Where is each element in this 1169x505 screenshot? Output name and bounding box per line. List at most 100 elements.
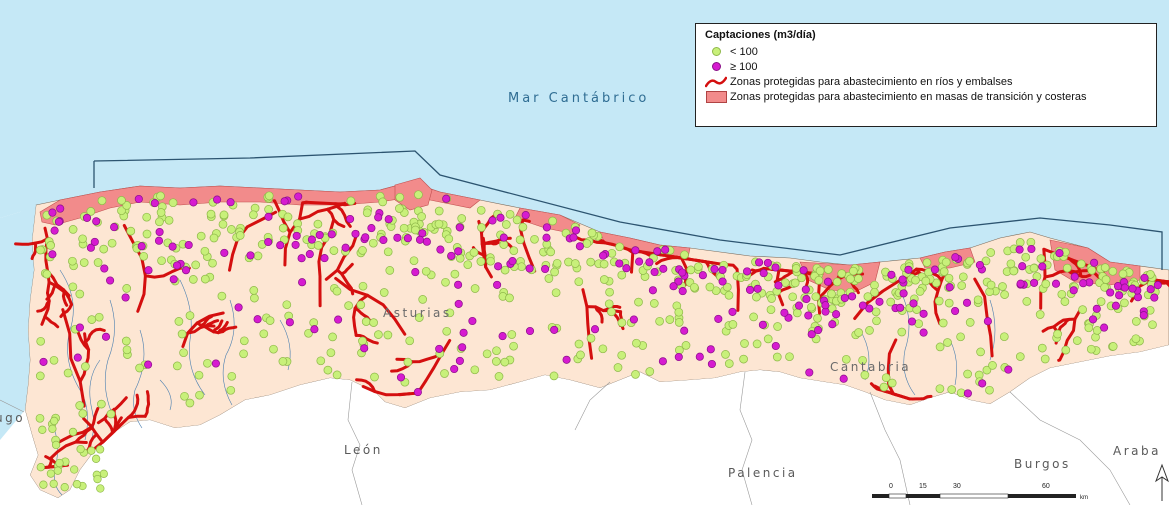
captacion-point-lt100 (752, 292, 761, 302)
captacion-point-lt100 (442, 326, 452, 336)
captaciones-lt100-points (35, 190, 1160, 493)
captacion-point-ge100 (1090, 258, 1099, 267)
captacion-point-lt100 (50, 416, 59, 426)
captacion-point-lt100 (249, 210, 258, 220)
legend-label-lt100: < 100 (730, 45, 758, 58)
river-segment (90, 407, 100, 429)
river-segment (701, 259, 740, 312)
captacion-point-lt100 (645, 367, 655, 376)
captacion-point-lt100 (763, 334, 773, 344)
captacion-point-ge100 (1088, 315, 1098, 324)
captacion-point-ge100 (422, 237, 431, 246)
captacion-point-lt100 (323, 365, 333, 375)
captacion-point-ge100 (896, 303, 905, 312)
river-segment (773, 269, 796, 284)
captacion-point-ge100 (86, 243, 95, 252)
captacion-point-lt100 (780, 278, 790, 288)
captacion-point-ge100 (379, 235, 388, 245)
captacion-point-ge100 (110, 223, 119, 232)
captacion-point-lt100 (944, 298, 954, 308)
captacion-point-ge100 (184, 240, 193, 250)
captacion-point-lt100 (235, 231, 245, 240)
captacion-point-ge100 (887, 270, 896, 279)
river-segment (143, 390, 151, 418)
captacion-point-lt100 (332, 370, 342, 380)
captacion-point-lt100 (470, 365, 480, 375)
captacion-point-lt100 (313, 241, 323, 250)
captacion-point-lt100 (1118, 269, 1128, 279)
captacion-point-lt100 (179, 348, 188, 358)
captacion-point-lt100 (1072, 336, 1082, 345)
place-label-burgos: Burgos (1014, 457, 1071, 471)
captacion-point-lt100 (278, 223, 288, 233)
captacion-point-ge100 (575, 242, 584, 251)
captacion-point-ge100 (771, 341, 780, 351)
captacion-point-ge100 (181, 266, 191, 275)
captacion-point-ge100 (56, 204, 65, 213)
captacion-point-lt100 (721, 350, 730, 359)
scale-unit: km (1080, 495, 1088, 501)
captacion-point-ge100 (1004, 365, 1013, 374)
captacion-point-ge100 (494, 262, 503, 271)
legend-label-coastal: Zonas protegidas para abastecimiento en … (730, 90, 1087, 103)
captacion-point-lt100 (39, 480, 48, 489)
sea-label: Mar Cantábrico (508, 91, 650, 106)
captacion-point-lt100 (846, 274, 855, 284)
captacion-point-ge100 (804, 311, 813, 320)
captacion-point-ge100 (823, 277, 833, 286)
captacion-point-ge100 (155, 227, 164, 237)
legend-title: Captaciones (m3/día) (705, 29, 816, 41)
captacion-point-ge100 (1140, 273, 1149, 282)
captacion-point-ge100 (1015, 245, 1024, 254)
captacion-point-lt100 (871, 307, 881, 317)
captacion-point-lt100 (441, 277, 450, 287)
captacion-point-ge100 (743, 267, 752, 276)
captacion-point-lt100 (361, 317, 371, 326)
captacion-point-ge100 (374, 213, 383, 222)
captacion-point-ge100 (292, 231, 301, 240)
captacion-point-lt100 (369, 318, 378, 327)
captacion-point-ge100 (346, 214, 355, 224)
captaciones-ge100-points (39, 192, 1162, 398)
river-segment (869, 382, 894, 395)
captacion-point-lt100 (239, 336, 249, 346)
captacion-point-ge100 (680, 326, 689, 335)
captacion-point-lt100 (505, 209, 515, 219)
captacion-point-lt100 (96, 484, 105, 493)
outside-region (0, 345, 1169, 505)
river-segment (14, 237, 49, 246)
captacion-point-ge100 (674, 352, 683, 362)
river-segment (1039, 247, 1060, 310)
captacion-point-lt100 (722, 282, 732, 292)
captacion-point-lt100 (356, 300, 366, 310)
river-segment (355, 378, 377, 393)
captacion-point-ge100 (150, 199, 159, 208)
captacion-point-ge100 (334, 315, 343, 324)
river-segment (334, 276, 407, 336)
captacion-point-lt100 (209, 233, 219, 243)
captacion-point-ge100 (648, 286, 657, 295)
captacion-point-lt100 (530, 234, 539, 244)
captacion-point-lt100 (570, 259, 580, 268)
captacion-point-lt100 (881, 373, 891, 383)
captacion-point-ge100 (121, 293, 130, 302)
captacion-point-lt100 (617, 350, 627, 360)
captacion-point-lt100 (75, 289, 85, 299)
river-segment (74, 426, 93, 444)
captacion-point-lt100 (117, 196, 126, 205)
captacion-point-lt100 (965, 256, 974, 266)
captacion-point-lt100 (939, 267, 949, 276)
captacion-point-lt100 (206, 209, 216, 219)
captacion-point-lt100 (1062, 263, 1072, 273)
captacion-point-lt100 (938, 318, 948, 328)
captacion-point-ge100 (1111, 301, 1120, 310)
captacion-point-ge100 (945, 283, 954, 292)
captacion-point-lt100 (500, 357, 510, 367)
captacion-point-ge100 (315, 230, 324, 240)
captacion-point-ge100 (459, 328, 468, 337)
captacion-point-ge100 (435, 344, 444, 353)
captacion-point-lt100 (42, 269, 52, 279)
river-segment (126, 393, 140, 419)
captacion-point-lt100 (332, 286, 342, 296)
captacion-point-ge100 (802, 294, 811, 304)
